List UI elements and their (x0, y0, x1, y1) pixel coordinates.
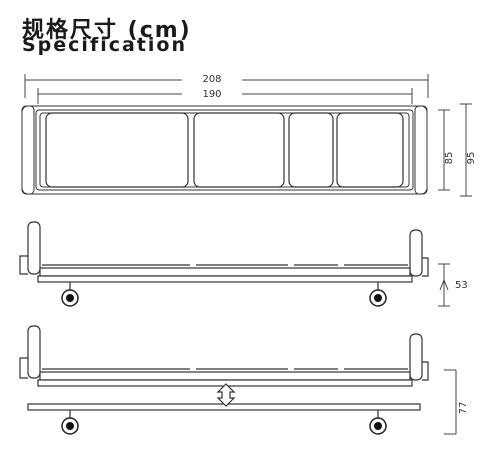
outer-width-label: 95 (466, 152, 477, 165)
bed-side-view-low (19, 221, 429, 292)
casters-low (61, 289, 387, 307)
height-low-label: 53 (455, 280, 468, 291)
inner-width-label: 85 (444, 152, 455, 165)
panel-back (45, 112, 189, 188)
outer-length-label: 208 (202, 74, 221, 85)
lift-arrow-icon (216, 383, 236, 407)
panel-thigh (288, 112, 334, 188)
panel-leg (336, 112, 404, 188)
panel-seat (193, 112, 285, 188)
inner-length-label: 190 (202, 89, 221, 100)
outer-length-dimension (24, 74, 429, 98)
casters-high (61, 417, 387, 435)
inner-length-dimension (37, 88, 413, 104)
height-low-dimension (438, 263, 450, 307)
mattress-panels (45, 112, 404, 188)
title-english: Specification (22, 34, 187, 56)
height-high-dimension (444, 369, 457, 435)
height-high-label: 77 (458, 402, 469, 415)
bed-top-view (21, 105, 428, 195)
width-dimensions (438, 103, 472, 197)
title-chinese: 规格尺寸 (cm) (22, 18, 192, 43)
